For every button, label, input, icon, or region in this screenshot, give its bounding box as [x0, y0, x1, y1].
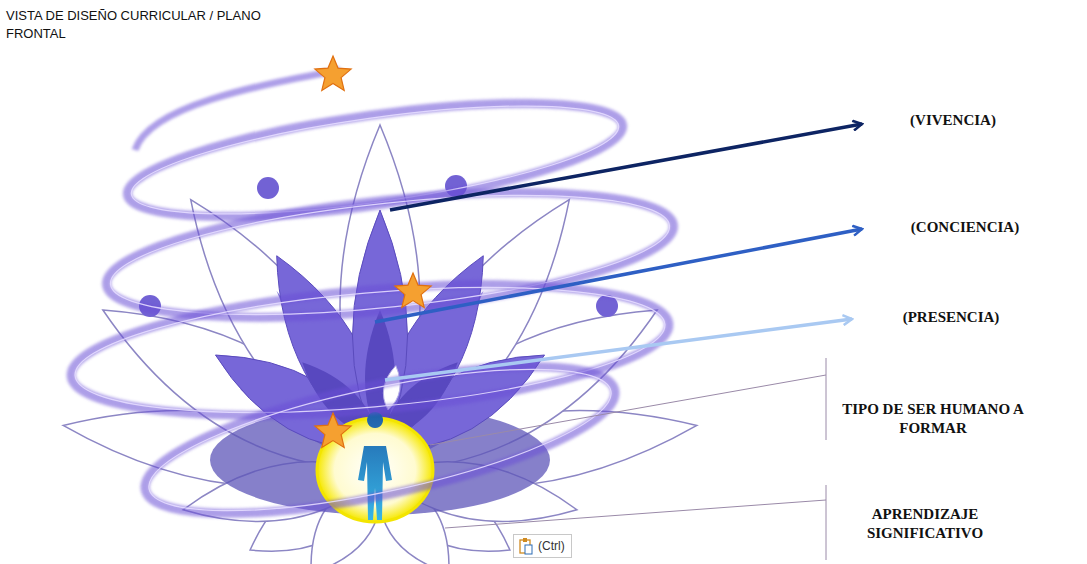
energy-spiral [121, 81, 629, 240]
clipboard-icon [520, 538, 532, 554]
pointer-arrow [390, 124, 862, 210]
level-label: (VIVENCIA) [868, 111, 1038, 130]
lower-petal [250, 472, 380, 551]
leader-line [445, 500, 826, 528]
outer-petal [191, 200, 380, 470]
level-label: (CONCIENCIA) [870, 218, 1060, 237]
petal-dot [445, 175, 467, 197]
outer-petal [63, 410, 380, 486]
middle-petal [215, 355, 380, 450]
energy-spiral-core [105, 174, 675, 336]
energy-spiral [101, 171, 679, 340]
pointer-arrow [375, 229, 862, 322]
petal-vein [380, 389, 520, 470]
bracket-line [826, 358, 827, 440]
leader-line [430, 375, 826, 445]
inner-petal [302, 362, 380, 440]
pointer-arrow [385, 319, 852, 380]
petal-vein [380, 291, 484, 470]
lower-petal [380, 472, 510, 551]
energy-spiral-core [70, 267, 670, 432]
lower-petal [380, 462, 577, 522]
paste-options-button: (Ctrl) [513, 534, 572, 558]
petal-vein [240, 389, 380, 470]
clipboard-icon [518, 536, 534, 556]
energy-spiral-core [126, 84, 625, 236]
section-label: TIPO DE SER HUMANO A FORMAR [838, 400, 1028, 438]
lower-petal [183, 462, 380, 522]
inner-petal [380, 362, 458, 440]
middle-petal [277, 256, 381, 450]
outer-petal [380, 410, 697, 486]
outer-petal [103, 310, 380, 470]
petal-vein [373, 236, 388, 470]
diagram-title: VISTA DE DISEÑO CURRICULAR / PLANO FRONT… [6, 7, 306, 43]
middle-petal [380, 256, 484, 450]
light-circle [317, 418, 433, 522]
petal-dot [596, 295, 618, 317]
energy-spiral [134, 336, 626, 543]
middle-petal [353, 210, 408, 450]
lower-petal [311, 475, 381, 564]
lower-petal [379, 475, 449, 564]
middle-petal [380, 355, 545, 450]
spiral-tail [135, 70, 340, 150]
bracket-line [826, 485, 827, 560]
petal-vein [277, 291, 381, 470]
star [395, 273, 431, 307]
center-petal [383, 366, 400, 410]
outer-petal [340, 125, 420, 470]
petal-dot [257, 177, 279, 199]
lotus-base [210, 405, 550, 515]
outer-petal [380, 200, 569, 470]
inner-petal [365, 310, 395, 440]
section-label: APRENDIZAJE SIGNIFICATIVO [845, 505, 1005, 543]
star [315, 56, 351, 90]
level-label: (PRESENCIA) [866, 308, 1036, 327]
human-figure [358, 412, 392, 520]
outer-petal [380, 310, 657, 470]
star [315, 413, 351, 447]
energy-spiral [66, 264, 674, 436]
energy-spiral-core [138, 340, 621, 540]
petal-dot [139, 295, 161, 317]
